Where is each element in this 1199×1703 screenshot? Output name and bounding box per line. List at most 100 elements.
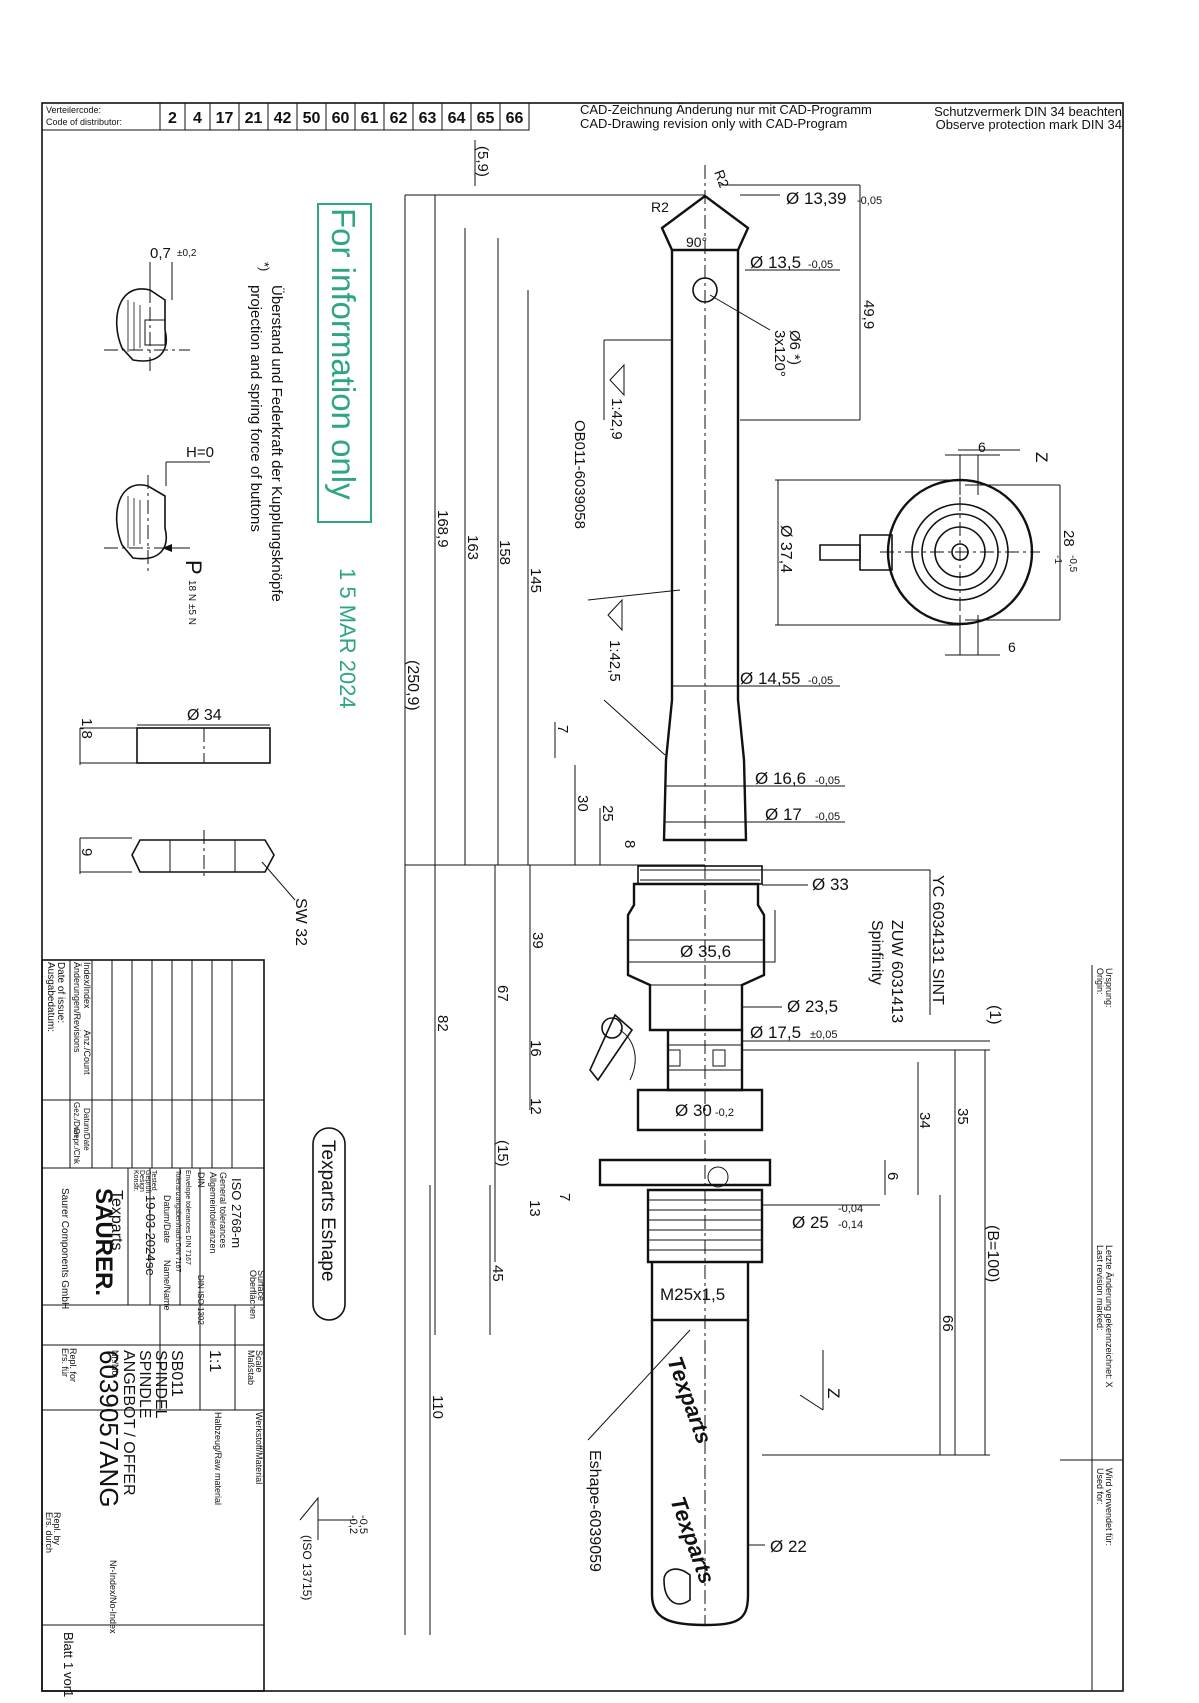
- leader-ob: [587, 589, 681, 601]
- protection-note-en: Observe protection mark DIN 34: [936, 117, 1122, 132]
- part-spinfinity: Spinfinity: [868, 920, 885, 985]
- distributor-code-cell: [499, 102, 530, 131]
- sheet-value: 1: [61, 1662, 76, 1669]
- side-dim-6a: [945, 454, 1000, 495]
- side-view-z: Z Ø 37,4 28 -0,5 -1 6 6: [775, 439, 1078, 656]
- dim-r2-b: R2: [651, 199, 669, 215]
- dim-d-17-tol: -0,05: [815, 811, 840, 823]
- protrusion-value: 0,7: [150, 245, 171, 262]
- washer-thickness-dim: [79, 727, 137, 765]
- dim-d-16-6: Ø 16,6: [755, 769, 806, 788]
- taper-1-symbol: [609, 363, 625, 397]
- dim-163: 163: [464, 535, 481, 560]
- dim-d-13-5-tol: -0,05: [808, 259, 833, 271]
- edge-symbol: [299, 1496, 355, 1540]
- surface-std: DIN ISO 1302: [196, 1275, 205, 1325]
- stamp-date: 1 5 MAR 2024: [335, 568, 360, 709]
- checked-label: Geprüft: [144, 1170, 151, 1193]
- title-block: Ausgabedatum: Date of issue: Änderungen/…: [41, 959, 266, 1697]
- dim-d-22: Ø 22: [770, 1537, 807, 1556]
- stamp-frame: [317, 203, 372, 523]
- title-de: SPINDEL: [152, 1350, 169, 1419]
- nut-height-dim: [79, 837, 132, 874]
- last-rev-de: Letzte Änderung gekennzeichnet: X: [1104, 1245, 1114, 1388]
- dim-d-25-tol-lo: -0,14: [838, 1219, 863, 1231]
- distributor-code: 4: [193, 110, 202, 127]
- nut-body: [131, 839, 275, 873]
- dim-d-30-tol: -0,2: [715, 1107, 734, 1119]
- drawing-border: [41, 102, 1124, 1692]
- tol-text-1: Toleranzangaben/nach DIN 7167: [174, 1170, 181, 1272]
- dim-30: 30: [574, 795, 591, 812]
- scale-value: 1:1: [206, 1350, 223, 1372]
- footnote-en: projection and spring force of buttons: [247, 285, 264, 532]
- whorl-knurl: [640, 869, 760, 881]
- dim-d-14-55-tol: -0,05: [808, 675, 833, 687]
- leader-taper-1: [603, 339, 672, 420]
- dim-145: 145: [527, 568, 544, 593]
- spindle-dimensions: Ø 13,39 -0,05 R2 R2 90° Ø 13,5 -0,05 Ø6 …: [404, 140, 1003, 1635]
- dim-d-13-5: Ø 13,5: [750, 253, 801, 272]
- dim-250-9: (250,9): [404, 660, 421, 711]
- tol-text-2: Envelope tolerances DIN 7167: [184, 1170, 191, 1265]
- distributor-code: 2: [168, 110, 177, 127]
- information-stamp: For information only 1 5 MAR 2024: [317, 203, 372, 709]
- distributor-label-de: Verteilercode:: [46, 105, 101, 115]
- dim-d-30: Ø 30: [675, 1101, 712, 1120]
- distributor-code: 62: [390, 110, 408, 127]
- dim-hole-count: 3x120°: [771, 330, 788, 377]
- dim-taper-1: 1:42,9: [608, 398, 625, 440]
- name-hdr: Name/Name: [162, 1260, 172, 1311]
- view-z: Z: [1032, 452, 1051, 462]
- surface-de: Oberflächen: [248, 1270, 258, 1319]
- distributor-code: 66: [506, 110, 524, 127]
- dim-7a: 7: [554, 725, 571, 733]
- title-block-frame: [41, 959, 265, 1692]
- dim-35: 35: [954, 1108, 971, 1125]
- nut-leader: [261, 861, 296, 901]
- check-label: Gepr./Chk: [72, 1128, 81, 1165]
- dim-d-16-6-tol: -0,05: [815, 775, 840, 787]
- dim-158: 158: [496, 540, 513, 565]
- dim-hole: Ø6 *): [786, 330, 803, 365]
- side-panel: Ursprung: Origin: Letzte Änderung gekenn…: [1060, 965, 1123, 1691]
- issue-label-en: Date of issue:: [55, 962, 66, 1023]
- hatch-upper: [127, 300, 141, 352]
- dim-d-14-55: Ø 14,55: [740, 669, 801, 688]
- edge-tol-upper: -0,5: [357, 1515, 369, 1534]
- taper-2-symbol: [607, 598, 623, 632]
- dim-66: 66: [939, 1315, 956, 1332]
- cad-note-en: CAD-Drawing revision only with CAD-Progr…: [580, 116, 847, 131]
- part-eshape: Eshape-6039059: [586, 1450, 603, 1572]
- dim-taper-2: 1:42,5: [606, 640, 623, 682]
- distributor-code: 21: [245, 110, 263, 127]
- dim-d-17: Ø 17: [765, 805, 802, 824]
- distributor-code: 17: [216, 110, 234, 127]
- origin-de: Ursprung:: [1104, 968, 1114, 1008]
- distributor-code: 60: [332, 110, 350, 127]
- used-de: Wird verwendet für:: [1104, 1468, 1114, 1546]
- h-leader: [165, 461, 210, 486]
- spindle-blade: [662, 250, 748, 842]
- date-hdr: Datum/Date: [162, 1195, 172, 1243]
- brand-and-iso: Texparts Eshape -0,5 -0,2 (ISO 13715): [299, 1127, 369, 1600]
- edge-tol-lower: -0,2: [347, 1515, 359, 1534]
- dim-5-9: (5,9): [474, 146, 491, 177]
- view-z2: Z: [824, 1388, 843, 1398]
- general-tol-de: Allgemeintoleranzen: [208, 1172, 218, 1254]
- thread-lines: [648, 1199, 762, 1251]
- force-symbol: P: [181, 560, 206, 575]
- dim-d-35-6: Ø 35,6: [680, 942, 731, 961]
- side-28-tol-lo: -1: [1052, 555, 1063, 564]
- of-value: 1: [61, 1690, 76, 1697]
- sheet-label: Blatt: [61, 1632, 76, 1658]
- shaft-print-a: Texparts: [662, 1353, 717, 1447]
- washer-and-nut: Ø 34 1,8 9 SW 32: [78, 707, 309, 946]
- h-zero: H=0: [186, 444, 214, 461]
- dim-13: 13: [526, 1200, 543, 1217]
- replaced-de: Ers. durch: [44, 1512, 54, 1553]
- part-zuw: ZUW 6031413: [888, 920, 905, 1023]
- protection-note-de: Schutzvermerk DIN 34 beachten: [934, 104, 1122, 119]
- collar: [598, 1158, 772, 1187]
